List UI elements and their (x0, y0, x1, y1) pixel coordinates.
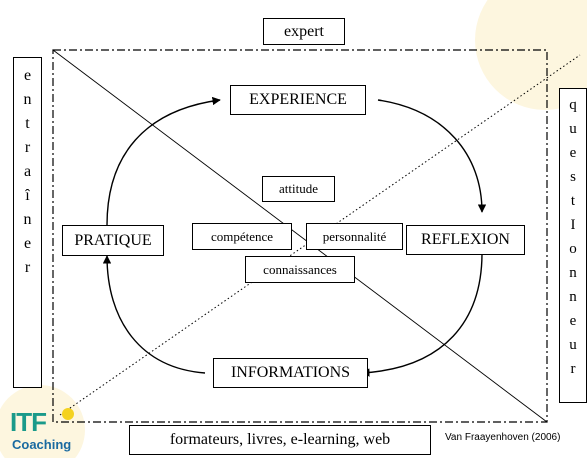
diagonal-line-1 (52, 49, 548, 423)
concept-attitude: attitude (262, 176, 335, 202)
node-reflexion: REFLEXION (406, 225, 525, 255)
node-informations: INFORMATIONS (213, 358, 368, 388)
concept-connaissances: connaissances (245, 256, 355, 283)
left-letter: r (24, 139, 31, 156)
citation-author: Van Fraayenhoven (445, 432, 529, 443)
logo-coaching-text: Coaching (12, 437, 72, 452)
right-letter: q (569, 97, 577, 113)
right-letter: u (569, 121, 577, 137)
left-letter: î (25, 187, 30, 204)
tennis-ball-icon (62, 408, 74, 420)
node-experience: EXPERIENCE (230, 85, 366, 115)
right-letter: n (569, 289, 577, 305)
concept-competence: compétence (192, 223, 292, 250)
citation-year: (2006) (531, 432, 561, 443)
dash-dot-frame (52, 49, 548, 423)
left-letter: r (24, 259, 31, 276)
left-letter: e (23, 235, 32, 252)
arrow-informations-to-pratique (102, 255, 206, 374)
right-letter: o (569, 241, 577, 257)
node-pratique: PRATIQUE (62, 225, 164, 256)
label-sources: formateurs, livres, e-learning, web (129, 425, 431, 455)
right-letter: u (569, 337, 577, 353)
arrow-experience-to-reflexion (377, 99, 487, 213)
left-letter: e (23, 67, 32, 84)
logo-itf-text: ITF (10, 407, 47, 437)
right-letter: n (569, 265, 577, 281)
right-letter: t (570, 193, 576, 209)
arrow-pratique-to-experience (106, 96, 221, 226)
itf-coaching-logo: ITF Coaching (10, 407, 80, 457)
left-letter: a (23, 163, 32, 180)
right-letter: e (569, 313, 577, 329)
right-letter: r (570, 361, 576, 377)
label-expert: expert (263, 18, 345, 45)
citation: Van Fraayenhoven (2006) (445, 432, 560, 443)
left-letter: n (23, 211, 32, 228)
concept-personnalite: personnalité (306, 223, 403, 250)
left-letter: n (23, 91, 32, 108)
arrow-reflexion-to-informations (361, 252, 483, 377)
left-letter: t (25, 115, 30, 132)
right-letter: I (570, 217, 576, 233)
right-letter: e (569, 145, 577, 161)
right-letter: s (570, 169, 576, 185)
